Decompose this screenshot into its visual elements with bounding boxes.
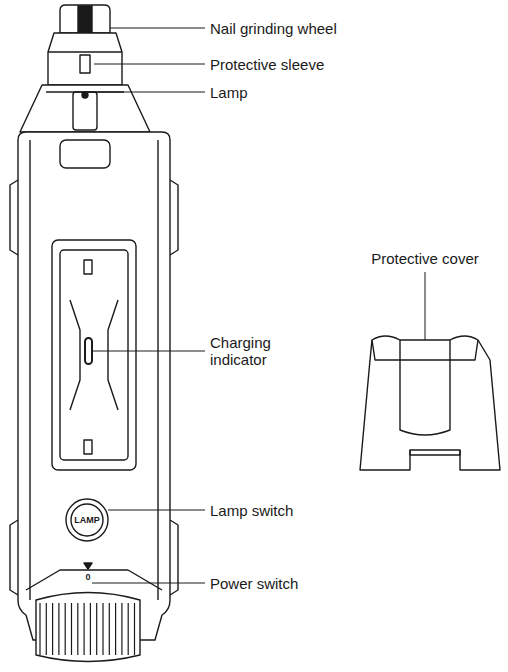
protective-sleeve [48, 33, 122, 85]
protective-cover [360, 336, 500, 470]
panel-tab [84, 260, 92, 274]
cover-face [400, 340, 450, 435]
dial-number: 0 [85, 572, 90, 582]
dial-marker [84, 563, 92, 569]
part-label: Nail grinding wheel [210, 20, 337, 37]
lamp [82, 92, 88, 98]
power-switch-dial [36, 593, 140, 662]
part-label: Protective sleeve [210, 56, 324, 73]
leader-lines [88, 28, 425, 583]
side-grip [10, 180, 178, 255]
cover-tab [410, 450, 460, 455]
panel-facet [70, 300, 118, 410]
indicator-panel [52, 240, 136, 470]
charging-indicator [85, 338, 92, 364]
dial-guard [26, 570, 162, 590]
wheel-stripe [78, 6, 92, 33]
grinding-wheel [60, 5, 110, 33]
part-label: Power switch [210, 575, 298, 592]
button-text: LAMP [74, 515, 100, 525]
part-label: Charging indicator [210, 334, 300, 368]
sleeve-slot [80, 55, 90, 73]
cover-rim [372, 340, 478, 360]
part-label: Lamp [210, 84, 248, 101]
lamp-switch-inner [71, 504, 103, 536]
knurling [40, 603, 135, 655]
part-label: Lamp switch [210, 502, 293, 519]
indicator-panel-inner [60, 250, 128, 460]
housing-groove [30, 140, 158, 600]
part-label: Protective cover [371, 250, 479, 267]
sleeve-edge [48, 51, 122, 52]
top-notch [60, 140, 110, 168]
lamp-switch [66, 499, 108, 541]
panel-tab [84, 440, 92, 454]
housing [18, 132, 170, 640]
lamp-window [73, 92, 97, 130]
